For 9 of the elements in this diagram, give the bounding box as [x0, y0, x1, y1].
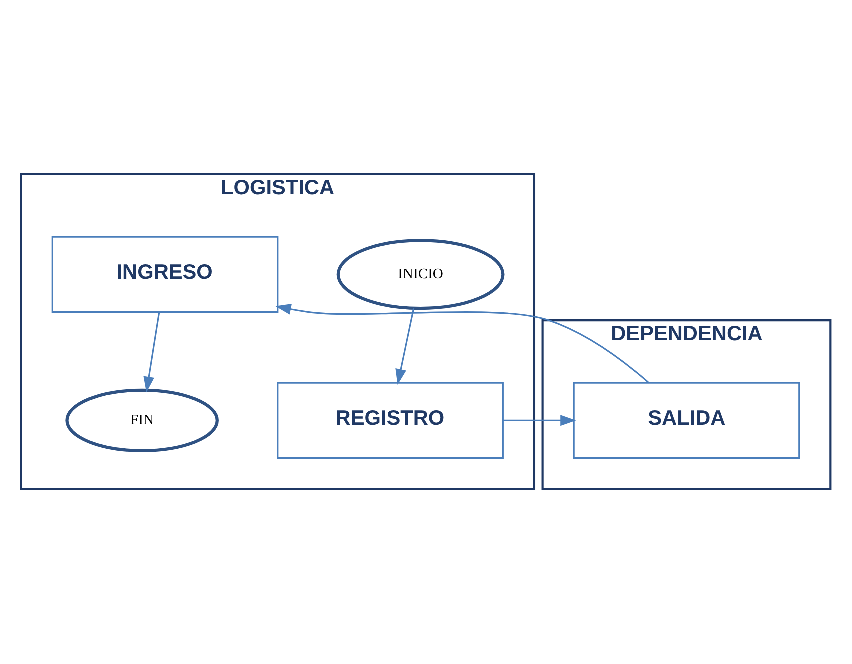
arrow	[503, 415, 576, 426]
node-ellipse: INICIO	[336, 239, 505, 310]
node-ellipse: FIN	[66, 388, 219, 452]
node-box: REGISTRO	[277, 382, 504, 459]
arrow	[144, 312, 160, 393]
node-box: INGRESO	[52, 236, 279, 313]
arrow	[396, 308, 415, 385]
arrow	[276, 304, 650, 384]
node-box: SALIDA	[573, 382, 800, 459]
